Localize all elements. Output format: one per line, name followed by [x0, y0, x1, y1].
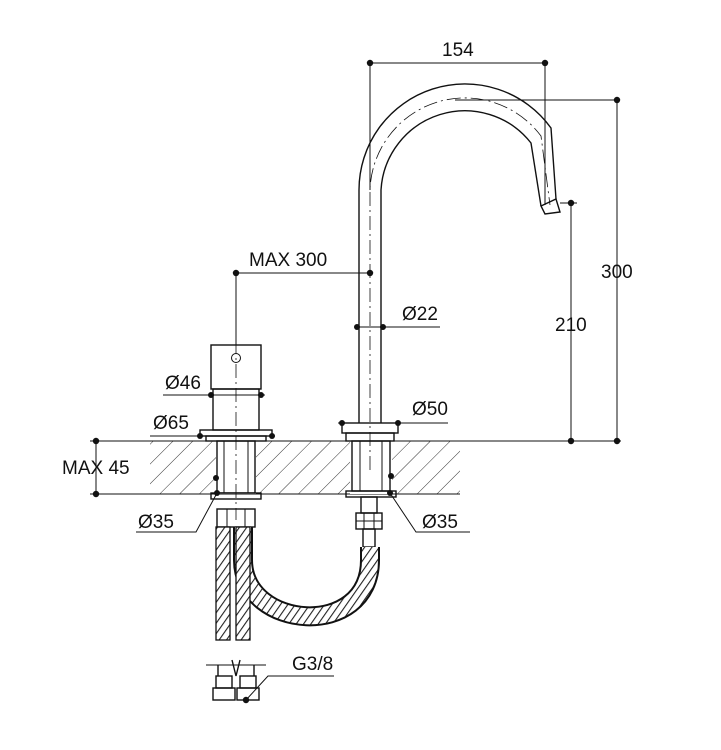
- countertop: [150, 440, 621, 495]
- spout: [341, 83, 561, 548]
- spout-outlet: [540, 198, 561, 215]
- dim-spout-reach: 154: [442, 40, 474, 61]
- dim-spout-shank: Ø35: [422, 512, 458, 533]
- dim-total-height: 300: [601, 262, 633, 283]
- dim-max-deck: MAX 45: [62, 458, 130, 479]
- fitting-right: [239, 675, 257, 689]
- spout-centerline: [369, 97, 551, 470]
- dim-spout-base-diameter: Ø50: [412, 399, 448, 420]
- dimension-lines: [90, 59, 621, 704]
- dim-handle-shank: Ø35: [138, 512, 174, 533]
- supply-hose-right: [235, 526, 251, 641]
- dim-handle-base-diameter: Ø65: [153, 413, 189, 434]
- dim-max-distance: MAX 300: [249, 250, 327, 271]
- dim-tube-diameter: Ø22: [402, 304, 438, 325]
- hose-end-fittings: [206, 659, 266, 701]
- braided-hoses: [215, 526, 380, 641]
- handle-body: [199, 340, 273, 528]
- supply-hose-left: [215, 526, 231, 641]
- spout-tube: [358, 83, 557, 423]
- dim-connection-thread: G3/8: [292, 654, 333, 675]
- dim-outlet-height: 210: [555, 315, 587, 336]
- dim-handle-diameter: Ø46: [165, 373, 201, 394]
- fitting-left: [215, 675, 233, 689]
- countertop-hatch: [150, 441, 460, 494]
